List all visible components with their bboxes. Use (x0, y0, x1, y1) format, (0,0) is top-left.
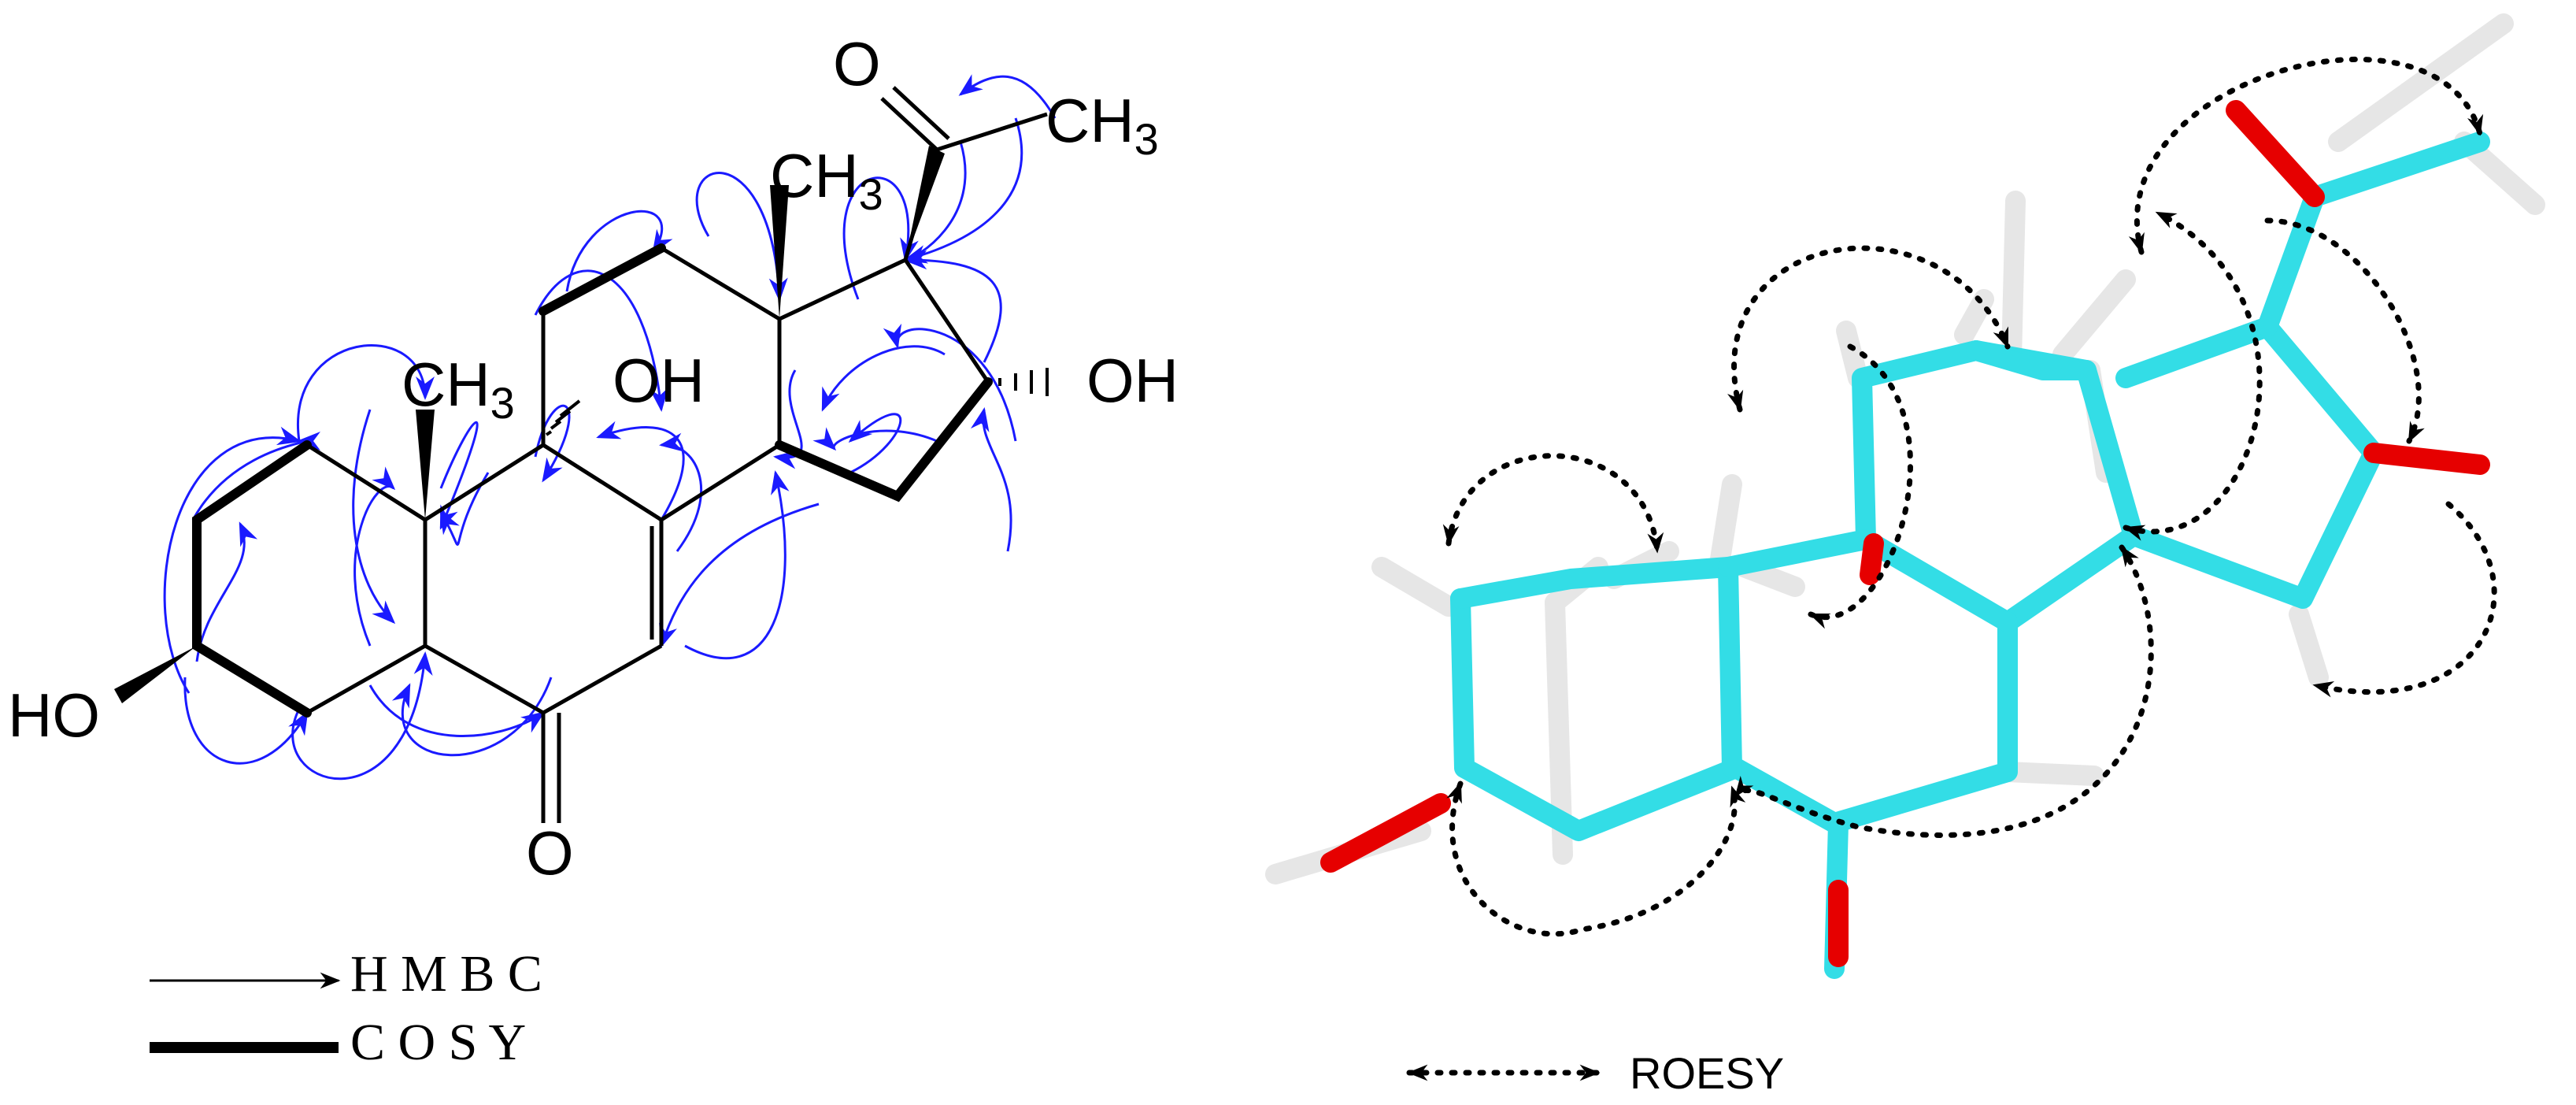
ch3-acetyl-subscript: 3 (1134, 114, 1159, 164)
oh-c14-label: OH (613, 346, 705, 415)
ch3-c18-subscript: 3 (859, 169, 883, 219)
atom-labels: O CH3 CH3 CH3 OH OH HO O (8, 29, 1179, 888)
ch3-c18-label: CH (770, 141, 859, 210)
roesy-correlations (1442, 57, 2497, 937)
legend-2d: H M B C C O S Y (150, 945, 542, 1071)
cosy-legend-label: C O S Y (350, 1014, 526, 1071)
legend-3d: ROESY (1406, 1048, 1784, 1098)
stereo-wedges (114, 146, 945, 703)
hashed-bonds (542, 368, 1049, 445)
oh-c16-label: OH (1086, 346, 1179, 415)
roesy-legend-label: ROESY (1630, 1048, 1784, 1098)
svg-text:CH3: CH3 (402, 350, 515, 428)
structure-3d (1265, 13, 2545, 979)
ch3-acetyl-label: CH (1046, 86, 1134, 155)
ch3-c19-label: CH (402, 350, 490, 419)
svg-text:CH3: CH3 (1046, 86, 1159, 164)
cosy-bonds (192, 243, 993, 718)
ch3-c19-subscript: 3 (490, 378, 515, 428)
carbonyl-o-top-label: O (833, 29, 881, 98)
hmbc-legend-label: H M B C (350, 945, 542, 1003)
structure-2d: O CH3 CH3 CH3 OH OH HO O (8, 29, 1179, 888)
svg-text:CH3: CH3 (770, 141, 883, 219)
carbon-sticks (1450, 132, 2490, 979)
carbonyl-o-bottom-label: O (526, 818, 574, 888)
ho-c3-label: HO (8, 680, 100, 750)
